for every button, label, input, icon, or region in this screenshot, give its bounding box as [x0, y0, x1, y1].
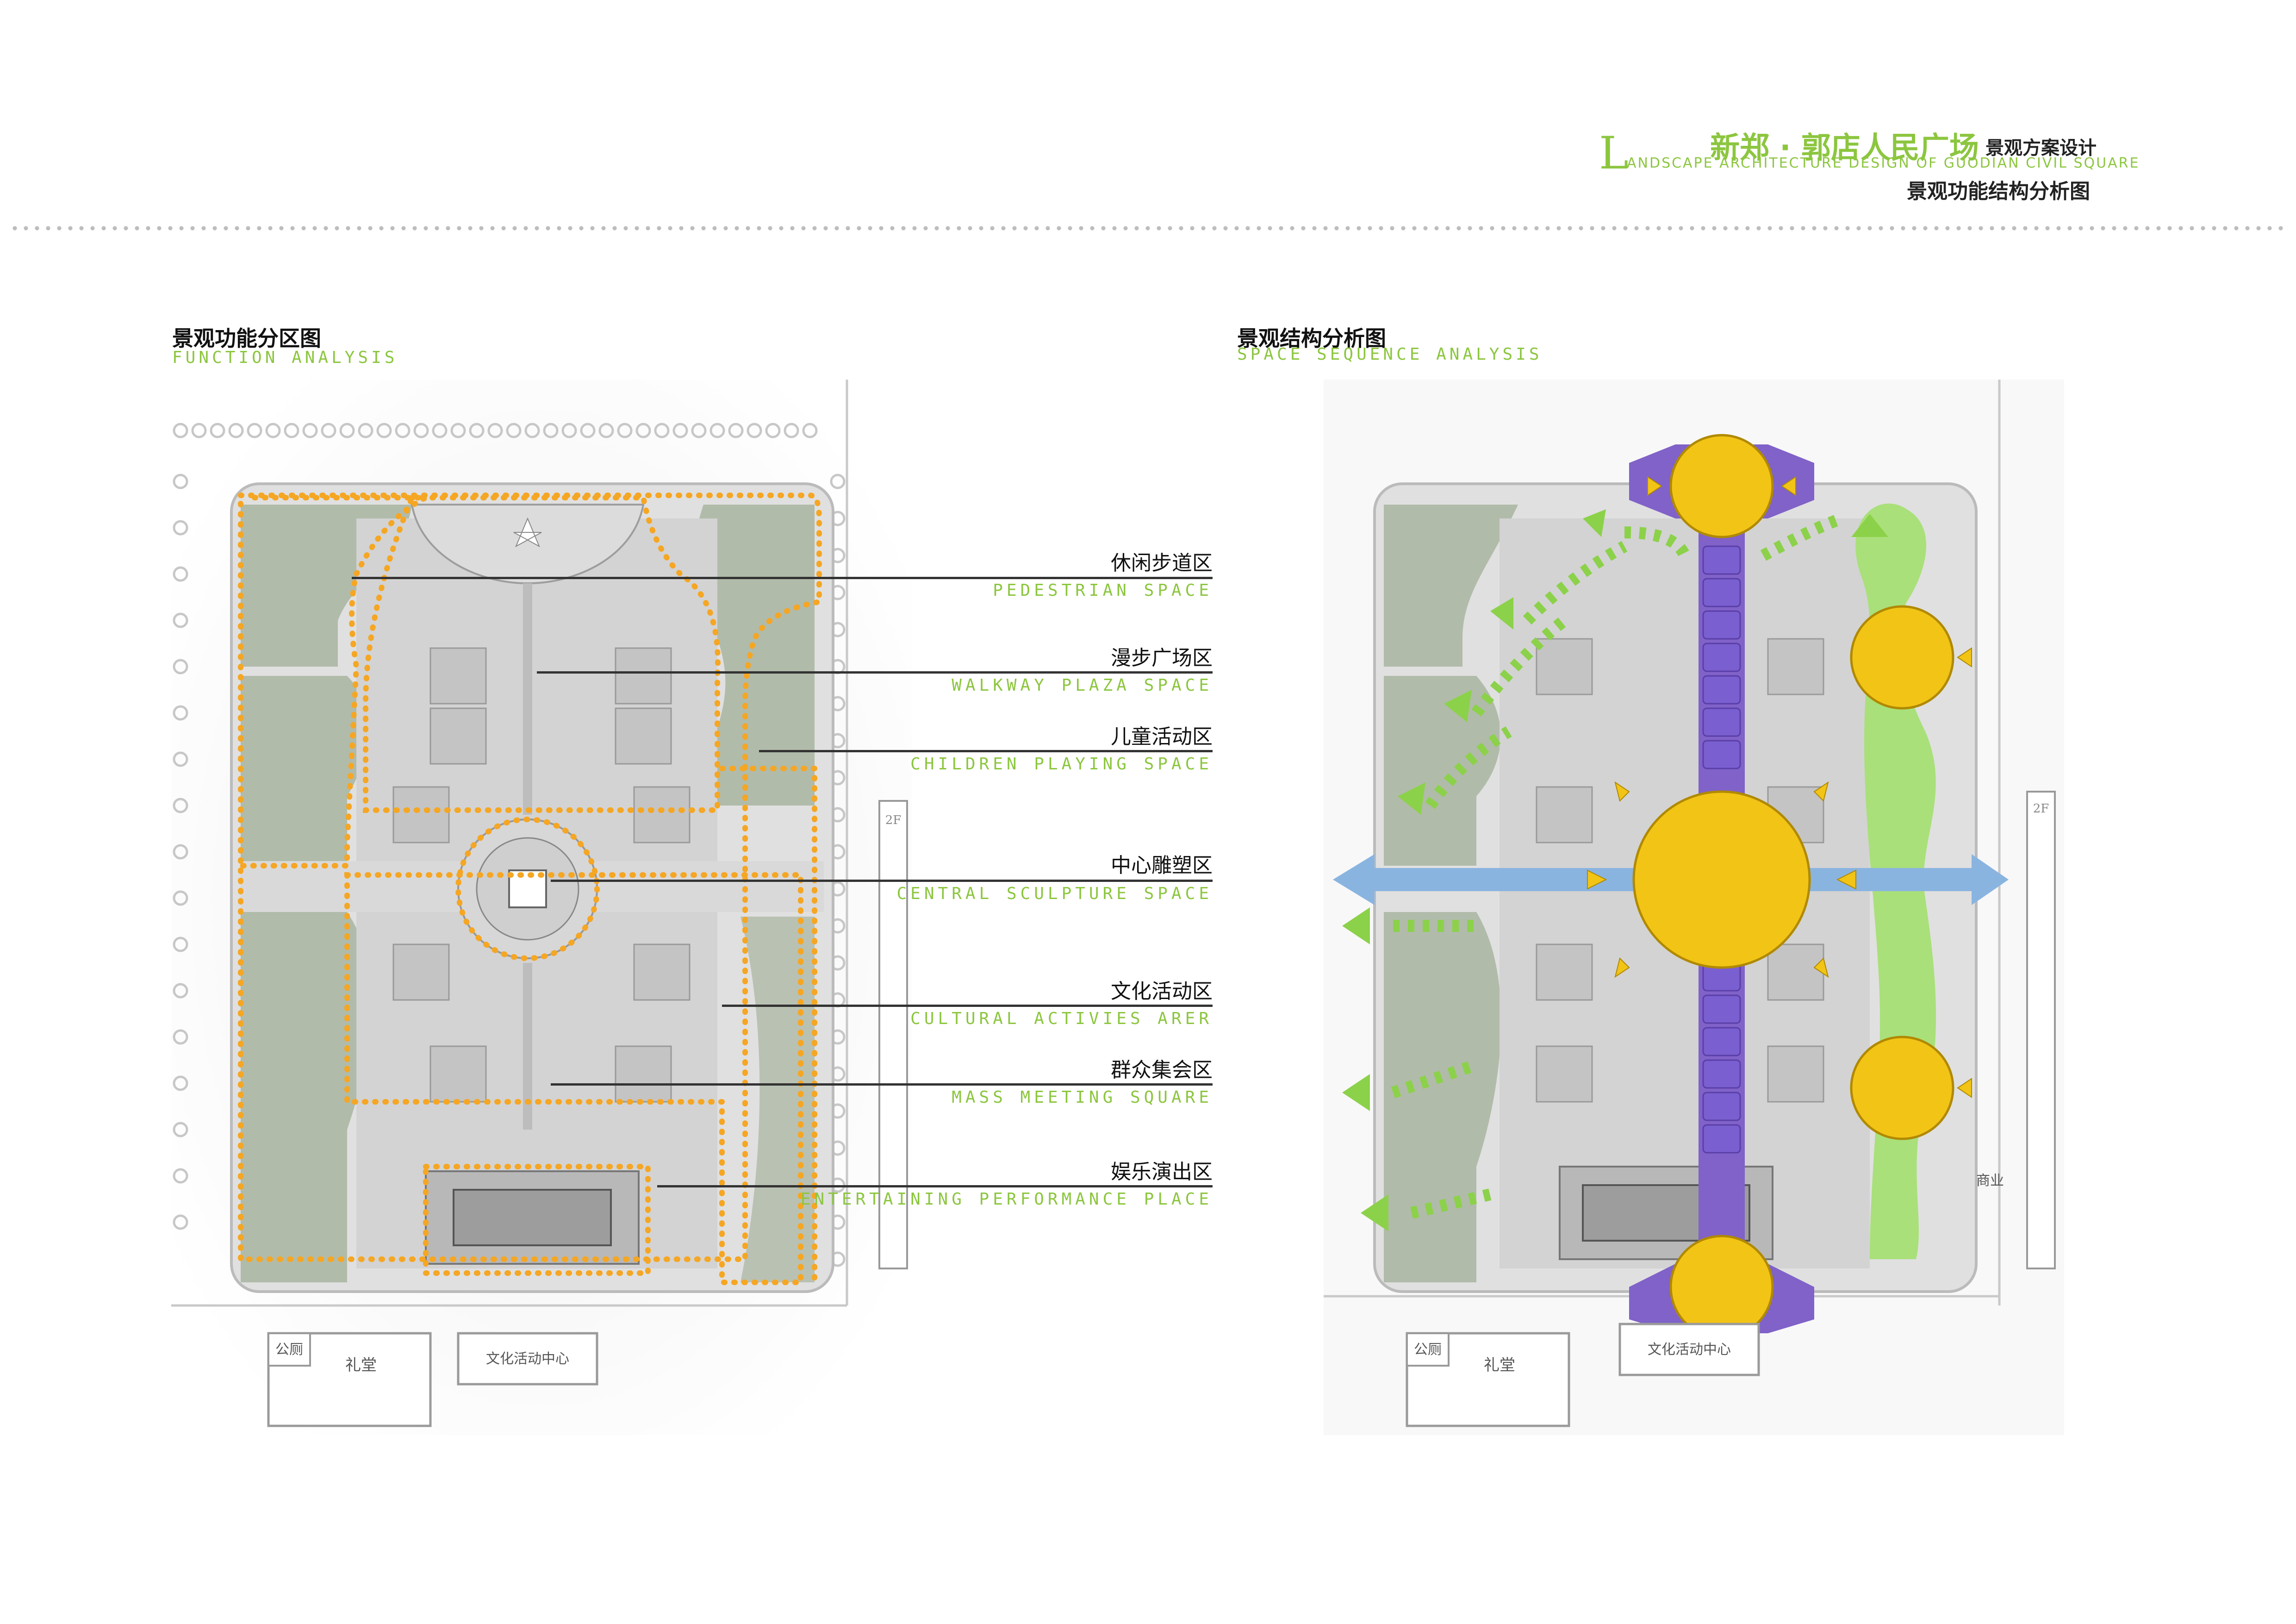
right-culture-center-label: 文化活动中心 [1648, 1342, 1731, 1358]
zone-label-cultural-cn: 文化活动区 [1111, 980, 1213, 1003]
header-dotted-divider [9, 226, 2287, 231]
left-culture-center-label: 文化活动中心 [486, 1351, 569, 1367]
leader-line-entertaining [657, 1185, 1213, 1187]
zone-label-pedestrian-en: PEDESTRIAN SPACE [993, 581, 1213, 600]
project-title-english: ANDSCAPE ARCHITECTURE DESIGN OF GUODIAN … [1627, 155, 2140, 171]
left-toilet-label: 公厕 [275, 1342, 303, 1358]
left-building-floors: 2F [885, 813, 902, 827]
leader-line-cultural [722, 1005, 1213, 1007]
zone-label-children-cn: 儿童活动区 [1111, 725, 1213, 749]
project-subtitle: 景观方案设计 [1985, 137, 2097, 159]
sheet-title: 景观功能结构分析图 [1907, 180, 2090, 203]
zone-label-mass-meeting-en: MASS MEETING SQUARE [952, 1088, 1213, 1107]
left-panel-subtitle: FUNCTION ANALYSIS [172, 348, 398, 367]
zone-label-cultural-en: CULTURAL ACTIVIES ARER [910, 1009, 1213, 1028]
leader-line-central-sculpture [551, 880, 1213, 882]
zone-label-children-en: CHILDREN PLAYING SPACE [910, 755, 1213, 774]
function-analysis-plan: 2F 公厕 礼堂 文化活动中心 [171, 380, 912, 1435]
space-sequence-plan: 2F 商业 [1324, 380, 2064, 1435]
right-panel-subtitle: SPACE SEQUENCE ANALYSIS [1237, 345, 1543, 364]
right-hall-label: 礼堂 [1484, 1356, 1515, 1374]
zone-label-entertaining-en: ENTERTAINING PERFORMANCE PLACE [800, 1190, 1213, 1209]
zone-label-pedestrian-cn: 休闲步道区 [1111, 551, 1213, 575]
project-title: 新郑 · 郭店人民广场 [1710, 131, 1979, 165]
zone-label-central-sculpture-en: CENTRAL SCULPTURE SPACE [896, 884, 1213, 903]
zone-label-walkway-plaza-cn: 漫步广场区 [1111, 646, 1213, 670]
right-panel-title: 景观结构分析图 [1237, 326, 1386, 351]
zone-label-mass-meeting-cn: 群众集会区 [1111, 1058, 1213, 1082]
header-initial-letter: L [1599, 127, 1629, 179]
leader-line-mass-meeting [551, 1083, 1213, 1086]
right-commercial-label: 商业 [1976, 1173, 2004, 1189]
zone-label-entertaining-cn: 娱乐演出区 [1111, 1160, 1213, 1184]
leader-line-walkway-plaza [537, 671, 1213, 674]
zone-label-walkway-plaza-en: WALKWAY PLAZA SPACE [952, 676, 1213, 695]
left-hall-label: 礼堂 [345, 1356, 377, 1374]
left-panel-title: 景观功能分区图 [172, 326, 321, 351]
right-toilet-label: 公厕 [1414, 1342, 1442, 1358]
leader-line-pedestrian [352, 577, 1213, 579]
right-building-floors: 2F [2033, 802, 2049, 816]
leader-line-children [759, 750, 1213, 752]
zone-label-central-sculpture-cn: 中心雕塑区 [1111, 854, 1213, 877]
